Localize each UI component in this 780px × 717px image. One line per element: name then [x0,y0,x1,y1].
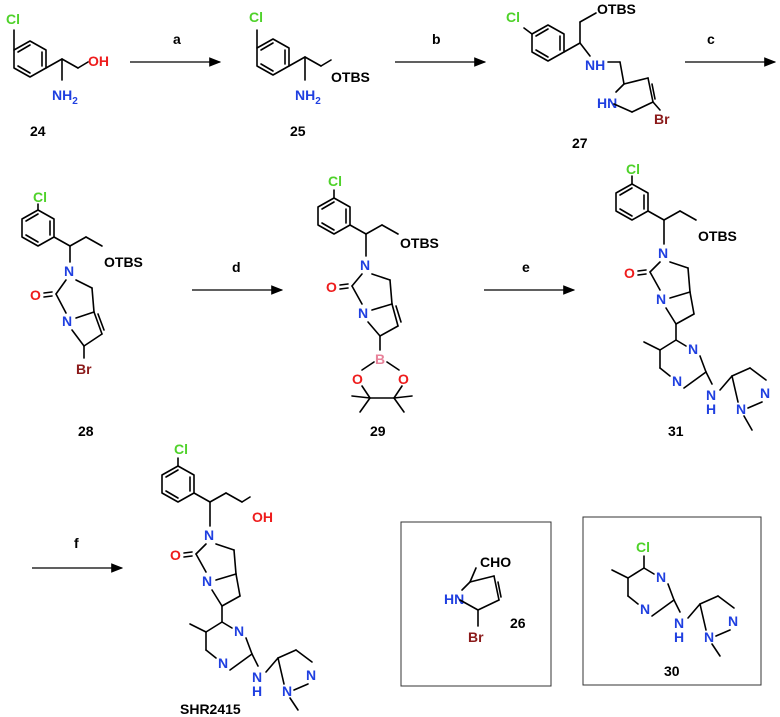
pyrazole-n-label: N [760,385,770,401]
compound-24: Cl NH2 OH 24 [6,11,109,139]
compound-label-29: 29 [370,423,386,439]
boronate-o-left: O [352,371,363,387]
compound-label-shr2415: SHR2415 [180,701,241,717]
compound-label-25: 25 [290,123,306,139]
compound-26-box: HN CHO Br 26 [400,521,552,687]
carbonyl-o-label: O [30,287,41,303]
amine-n-label: N [706,387,716,403]
boron-label: B [375,351,385,367]
pyrazole-n-methyl-label: N [704,629,714,645]
chlorine-label: Cl [328,173,342,189]
ring-n-label: N [202,573,212,589]
bromine-label: Br [468,629,484,645]
ring-n-label: N [358,305,368,321]
amine-label: NH2 [52,87,78,107]
step-label-d: d [232,259,241,275]
pyrimidine-n-label: N [234,623,244,639]
amine-label: NH2 [295,87,321,107]
otbs-label: OTBS [331,69,370,85]
compound-29: Cl OTBS N O N B O O 29 [317,173,439,439]
boronate-o-right: O [398,371,409,387]
amine-h-label: H [706,401,716,417]
otbs-label: OTBS [698,228,737,244]
chlorine-label: Cl [6,11,20,27]
pyrimidine-n-label: N [672,373,682,389]
reaction-arrow-a: a [130,31,222,67]
amine-n-label: N [674,615,684,631]
ring-n-label: N [656,291,666,307]
step-label-f: f [74,535,79,551]
otbs-label: OTBS [400,235,439,251]
carbonyl-o-label: O [624,265,635,281]
pyrrole-hn-label: HN [597,95,617,111]
compound-30-box: Cl N N N H N N 30 [582,516,762,686]
step-label-c: c [707,31,715,47]
amine-h-label: H [674,629,684,645]
pyrazole-n-label: N [306,667,316,683]
pyrazole-n-methyl-label: N [282,683,292,699]
ring-n-label: N [62,313,72,329]
bromine-label: Br [654,111,670,127]
pyrazole-n-methyl-label: N [736,401,746,417]
compound-shr2415: Cl OH N O N N N N H N [161,441,316,717]
compound-label-27: 27 [572,135,588,151]
otbs-label: OTBS [104,254,143,270]
otbs-label: OTBS [597,1,636,17]
reaction-arrow-e: e [484,259,576,295]
compound-28: Cl OTBS N O N Br 28 [21,189,143,439]
pyrimidine-n-label: N [688,341,698,357]
chlorine-label: Cl [33,189,47,205]
reaction-arrow-c: c [685,31,777,67]
pyrrole-hn-label: HN [444,591,464,607]
benzene-ring [13,40,47,78]
compound-27: Cl OTBS NH HN Br 27 [506,1,670,151]
lactam-n-label: N [64,263,74,279]
step-label-a: a [173,31,181,47]
carbonyl-o-label: O [326,279,337,295]
pyrimidine-n-label: N [218,655,228,671]
reaction-arrow-f: f [32,535,124,573]
pyrimidine-n-label: N [640,601,650,617]
bromine-label: Br [76,361,92,377]
pyrazole-n-label: N [728,613,738,629]
lactam-n-label: N [658,245,668,261]
aldehyde-label: CHO [480,554,511,570]
compound-label-30: 30 [664,663,680,679]
step-label-b: b [432,31,441,47]
hydroxyl-label: OH [252,509,273,525]
reaction-arrow-b: b [395,31,487,67]
chlorine-label: Cl [506,9,520,25]
amine-nh-label: NH [585,57,605,73]
step-label-e: e [522,259,530,275]
compound-label-28: 28 [78,423,94,439]
reaction-arrow-d: d [192,259,284,295]
compound-31: Cl OTBS N O N N N N H N [615,161,770,439]
amine-n-label: N [252,669,262,685]
pyrimidine-n-label: N [656,569,666,585]
chlorine-label: Cl [626,161,640,177]
carbonyl-o-label: O [170,547,181,563]
amine-h-label: H [252,683,262,699]
chlorine-label: Cl [636,539,650,555]
chlorine-label: Cl [174,441,188,457]
hydroxyl-label: OH [88,53,109,69]
lactam-n-label: N [204,527,214,543]
compound-label-24: 24 [30,123,46,139]
compound-label-26: 26 [510,615,526,631]
compound-label-31: 31 [668,423,684,439]
compound-25: Cl NH2 OTBS 25 [249,9,370,139]
chlorine-label: Cl [249,9,263,25]
lactam-n-label: N [360,257,370,273]
